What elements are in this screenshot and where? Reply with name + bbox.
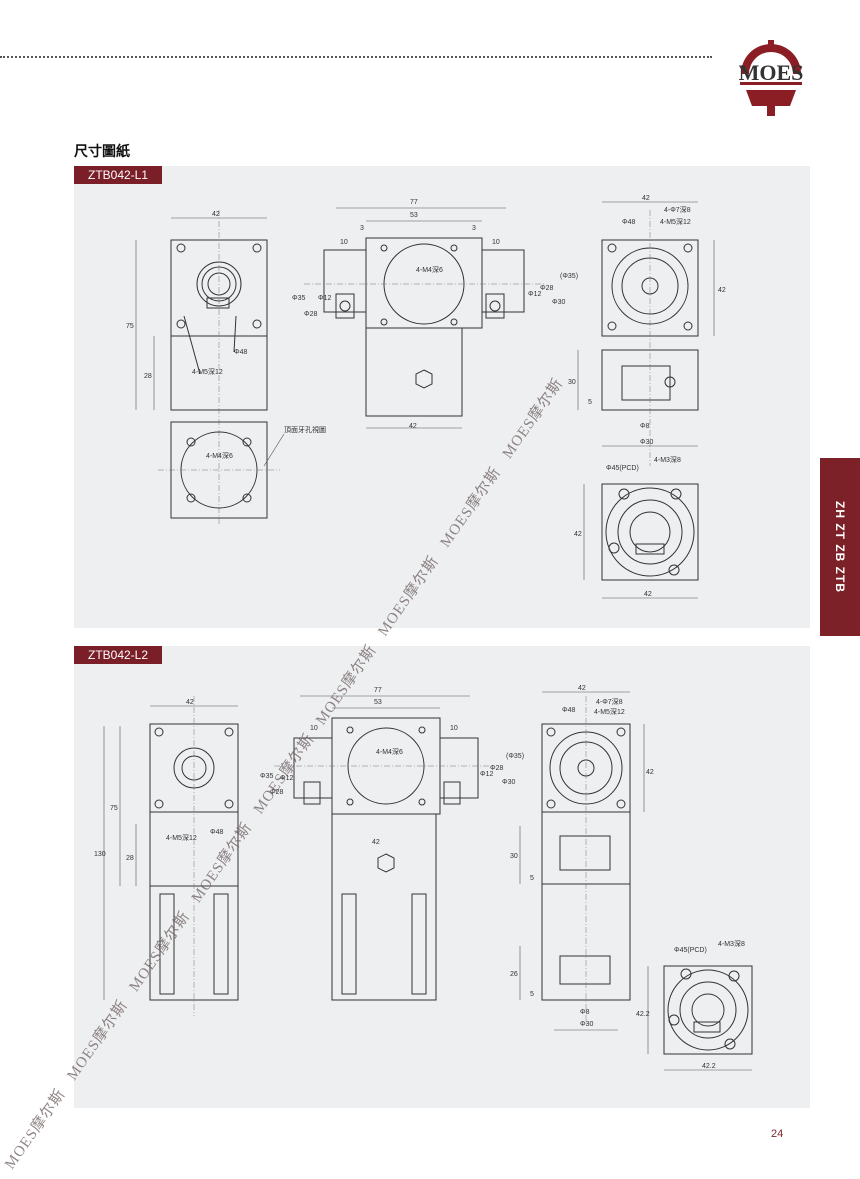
dim-label: 4-Φ7深8 <box>664 205 691 214</box>
dim-label: 5 <box>530 875 534 882</box>
dim-label: 4-Φ7深8 <box>596 697 623 706</box>
right-view-l2 <box>519 691 645 1031</box>
dim-label: Φ35 <box>260 773 273 780</box>
dim-label: 10 <box>310 725 318 732</box>
dim-label: 26 <box>510 971 518 978</box>
dim-label: 42 <box>372 839 380 846</box>
dim-label: 4-M4深6 <box>376 747 403 756</box>
dim-label: 4-M5深12 <box>660 217 691 226</box>
page-number: 24 <box>771 1128 784 1140</box>
dim-label: Φ28 <box>490 765 503 772</box>
dim-label: 頂面牙孔視圖 <box>284 425 326 434</box>
dim-label: 42 <box>574 531 582 538</box>
dim-label: Φ48 <box>210 829 223 836</box>
technical-drawing-l2: 42 130 75 28 4-M5深12 Φ48 77 53 10 10 4-M… <box>94 685 753 1071</box>
dim-label: 4-M5深12 <box>192 367 223 376</box>
watermark-text: MOES摩尔斯 <box>1 1085 69 1172</box>
dim-label: 10 <box>340 239 348 246</box>
dim-label: 4-M5深12 <box>594 707 625 716</box>
flange-view-l2 <box>647 965 753 1071</box>
dim-label: 42 <box>409 423 417 430</box>
dim-label: 42 <box>718 287 726 294</box>
dim-label: 53 <box>410 212 418 219</box>
dim-label: 42.2 <box>702 1063 716 1070</box>
dim-label: 3 <box>360 225 364 232</box>
dim-label: 10 <box>492 239 500 246</box>
dim-label: Φ48 <box>622 219 635 226</box>
side-view-l1 <box>304 207 544 429</box>
section-title: 尺寸圖紙 <box>74 143 130 159</box>
dim-label: 42 <box>578 685 586 692</box>
dim-label: 28 <box>144 373 152 380</box>
dim-label: 42 <box>642 195 650 202</box>
front-view-l1 <box>135 210 268 526</box>
moes-logo: MOES <box>726 38 816 118</box>
dim-label: Φ12 <box>480 771 493 778</box>
dim-label: Φ28 <box>304 311 317 318</box>
dim-label: Φ30 <box>552 299 565 306</box>
dim-label: Φ48 <box>234 349 247 356</box>
dim-label: 10 <box>450 725 458 732</box>
dim-label: 77 <box>374 687 382 694</box>
dim-label: 28 <box>126 855 134 862</box>
technical-drawing-l1: 42 75 28 4-M5深12 Φ48 頂面牙孔視圖 4-M4深6 <box>126 195 726 599</box>
top-hole-view-l1 <box>158 421 285 519</box>
header-dotted-rule <box>0 56 712 58</box>
dim-label: 4-M5深12 <box>166 833 197 842</box>
dim-label: Φ28 <box>540 285 553 292</box>
dim-label: 77 <box>410 199 418 206</box>
dim-label: Φ45(PCD) <box>606 465 639 472</box>
logo-text: MOES <box>739 60 804 85</box>
dim-label: Φ12 <box>318 295 331 302</box>
dim-label: Φ8 <box>640 423 650 430</box>
dim-label: 42 <box>186 699 194 706</box>
dim-label: 4-M3深8 <box>654 455 681 464</box>
drawing-panel-l1: 42 75 28 4-M5深12 Φ48 頂面牙孔視圖 4-M4深6 <box>74 166 810 628</box>
side-view-l2 <box>274 695 494 1001</box>
dim-label: 5 <box>588 399 592 406</box>
dim-label: (Φ35) <box>506 753 524 760</box>
series-side-tab: ZH ZT ZB ZTB <box>820 458 860 636</box>
right-view-l1 <box>577 201 715 466</box>
dim-label: 5 <box>530 991 534 998</box>
dim-label: Φ30 <box>502 779 515 786</box>
drawing-panel-l2: 42 130 75 28 4-M5深12 Φ48 77 53 10 10 4-M… <box>74 646 810 1108</box>
dim-label: 30 <box>568 379 576 386</box>
dim-label: 42 <box>644 591 652 598</box>
dim-label: Φ30 <box>640 439 653 446</box>
dim-label: 130 <box>94 851 106 858</box>
dim-label: 4-M3深8 <box>718 939 745 948</box>
model-label-l1: ZTB042-L1 <box>74 166 163 184</box>
dim-label: 75 <box>110 805 118 812</box>
dim-label: 42 <box>212 211 220 218</box>
dim-label: 42 <box>646 769 654 776</box>
dim-label: Φ48 <box>562 707 575 714</box>
dim-label: Φ28 <box>270 789 283 796</box>
model-label-l2: ZTB042-L2 <box>74 646 163 664</box>
dim-label: 53 <box>374 699 382 706</box>
front-view-l2 <box>103 696 239 1016</box>
dim-label: (Φ35) <box>560 273 578 280</box>
dim-label: Φ12 <box>528 291 541 298</box>
dim-label: 4-M4深6 <box>416 265 443 274</box>
dim-label: Φ30 <box>580 1021 593 1028</box>
dim-label: 4-M4深6 <box>206 451 233 460</box>
dim-label: 42.2 <box>636 1011 650 1018</box>
dim-label: Φ12 <box>280 775 293 782</box>
flange-view-l1 <box>583 483 699 599</box>
dim-label: Φ35 <box>292 295 305 302</box>
series-side-tab-text: ZH ZT ZB ZTB <box>833 501 847 593</box>
dim-label: 75 <box>126 323 134 330</box>
dim-label: 3 <box>472 225 476 232</box>
dim-label: Φ8 <box>580 1009 590 1016</box>
dim-label: 30 <box>510 853 518 860</box>
dim-label: Φ45(PCD) <box>674 947 707 954</box>
